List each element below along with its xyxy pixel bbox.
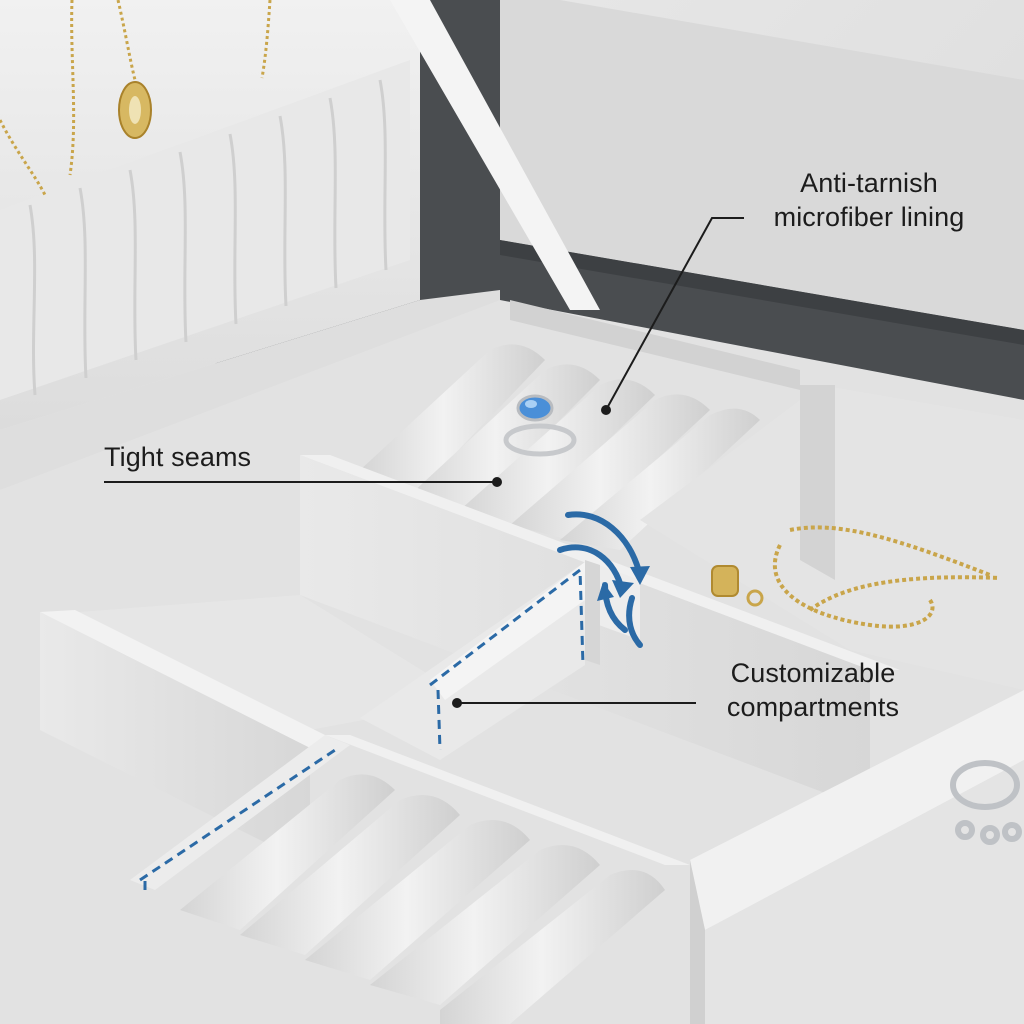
callout-seams: Tight seams bbox=[104, 440, 251, 474]
silver-ring bbox=[950, 760, 1022, 845]
gold-pendant bbox=[711, 565, 739, 597]
removable-divider bbox=[360, 562, 585, 760]
callout-compartments-line2: compartments bbox=[726, 692, 900, 722]
callout-compartments: Customizable compartments bbox=[700, 656, 926, 724]
blue-gem-ring bbox=[503, 394, 577, 457]
lid-necklaces bbox=[0, 0, 272, 196]
right-front-wall bbox=[690, 690, 1024, 1024]
arrow-heads bbox=[597, 566, 650, 601]
leader-lines bbox=[104, 217, 744, 704]
gold-clasp bbox=[746, 589, 764, 607]
callout-lining-line1: Anti-tarnish bbox=[800, 168, 938, 198]
callout-lining-line2: microfiber lining bbox=[773, 202, 965, 232]
vertical-divider bbox=[585, 560, 640, 665]
dashed-seam-lines bbox=[139, 567, 585, 890]
callout-compartments-line1: Customizable bbox=[730, 658, 896, 688]
callout-lining: Anti-tarnish microfiber lining bbox=[744, 166, 994, 234]
lid-interior bbox=[0, 0, 500, 490]
gold-chains bbox=[772, 525, 1001, 629]
lower-ring-rolls bbox=[180, 774, 665, 1024]
leader-dots bbox=[452, 405, 611, 708]
gold-pendant-charm bbox=[118, 81, 152, 139]
callout-seams-text: Tight seams bbox=[104, 442, 252, 472]
lid-strap bbox=[390, 0, 600, 310]
right-compartment bbox=[640, 385, 1024, 690]
